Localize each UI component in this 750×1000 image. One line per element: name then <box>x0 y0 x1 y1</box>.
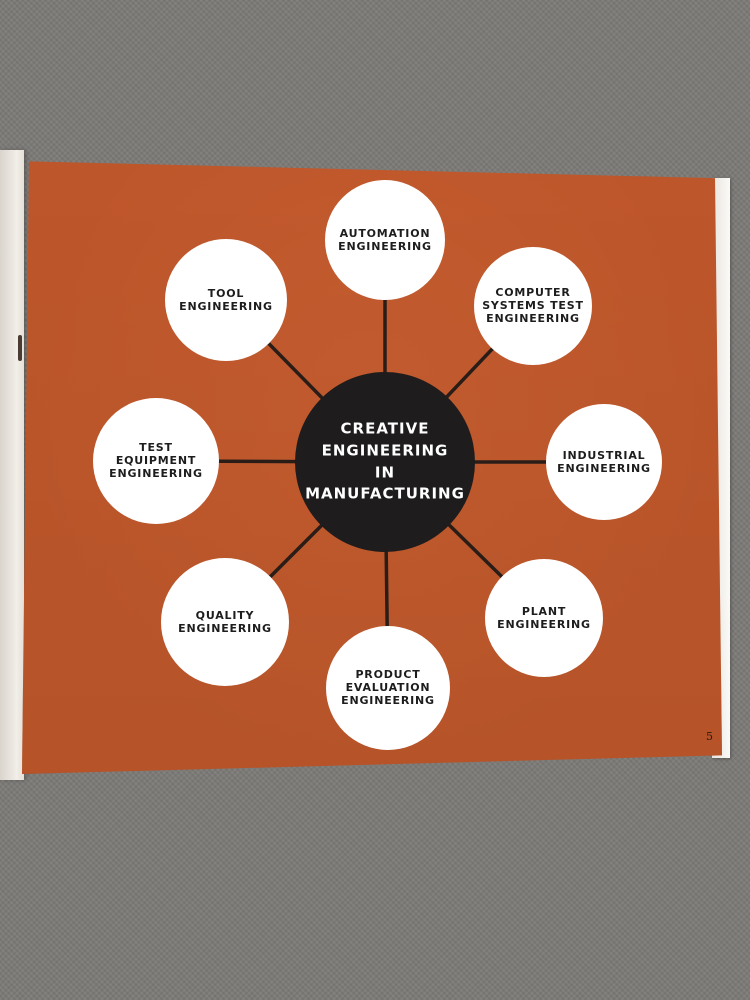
binding-stitch <box>18 335 22 361</box>
node-label-line: PRODUCT <box>355 668 421 682</box>
node-circle-tool <box>165 239 287 361</box>
hub-label: CREATIVE ENGINEERING IN MANUFACTURING <box>300 419 470 506</box>
node-label-line: INDUSTRIAL <box>562 448 646 462</box>
node-circle-plant <box>485 559 603 677</box>
node-label-line: ENGINEERING <box>109 467 203 481</box>
node-label-line: PLANT <box>521 604 567 618</box>
node-circle-automation <box>325 180 445 300</box>
node-circle-industrial <box>546 404 662 520</box>
node-label-line: ENGINEERING <box>497 618 591 631</box>
node-label-line: TEST <box>139 441 173 455</box>
node-label-line: SYSTEMS TEST <box>482 299 584 313</box>
node-circle-computer-systems-test <box>474 247 592 365</box>
node-label-line: EVALUATION <box>345 681 431 695</box>
hub-circle <box>295 372 475 552</box>
page-number: 5 <box>706 730 713 743</box>
hub-label-line: ENGINEERING <box>321 441 449 460</box>
hub-label-line: MANUFACTURING <box>305 484 465 503</box>
left-facing-page <box>0 150 24 780</box>
node-circle-test-equipment <box>93 398 219 524</box>
hub-label-line: IN <box>374 463 396 481</box>
node-circle-product-evaluation <box>326 626 450 750</box>
node-label-line: ENGINEERING <box>178 622 272 635</box>
node-label-line: ENGINEERING <box>341 694 435 708</box>
node-label-line: QUALITY <box>195 608 255 622</box>
node-label-line: TOOL <box>207 286 245 300</box>
node-label-line: ENGINEERING <box>338 240 432 253</box>
node-label-line: COMPUTER <box>495 286 571 300</box>
node-label-line: ENGINEERING <box>179 300 273 313</box>
node-label-line: AUTOMATION <box>339 226 431 240</box>
node-label-line: ENGINEERING <box>486 312 580 326</box>
hub-label-line: CREATIVE <box>340 419 430 438</box>
node-label-line: EQUIPMENT <box>115 454 197 468</box>
node-label-line: ENGINEERING <box>557 462 651 475</box>
node-circle-quality <box>161 558 289 686</box>
